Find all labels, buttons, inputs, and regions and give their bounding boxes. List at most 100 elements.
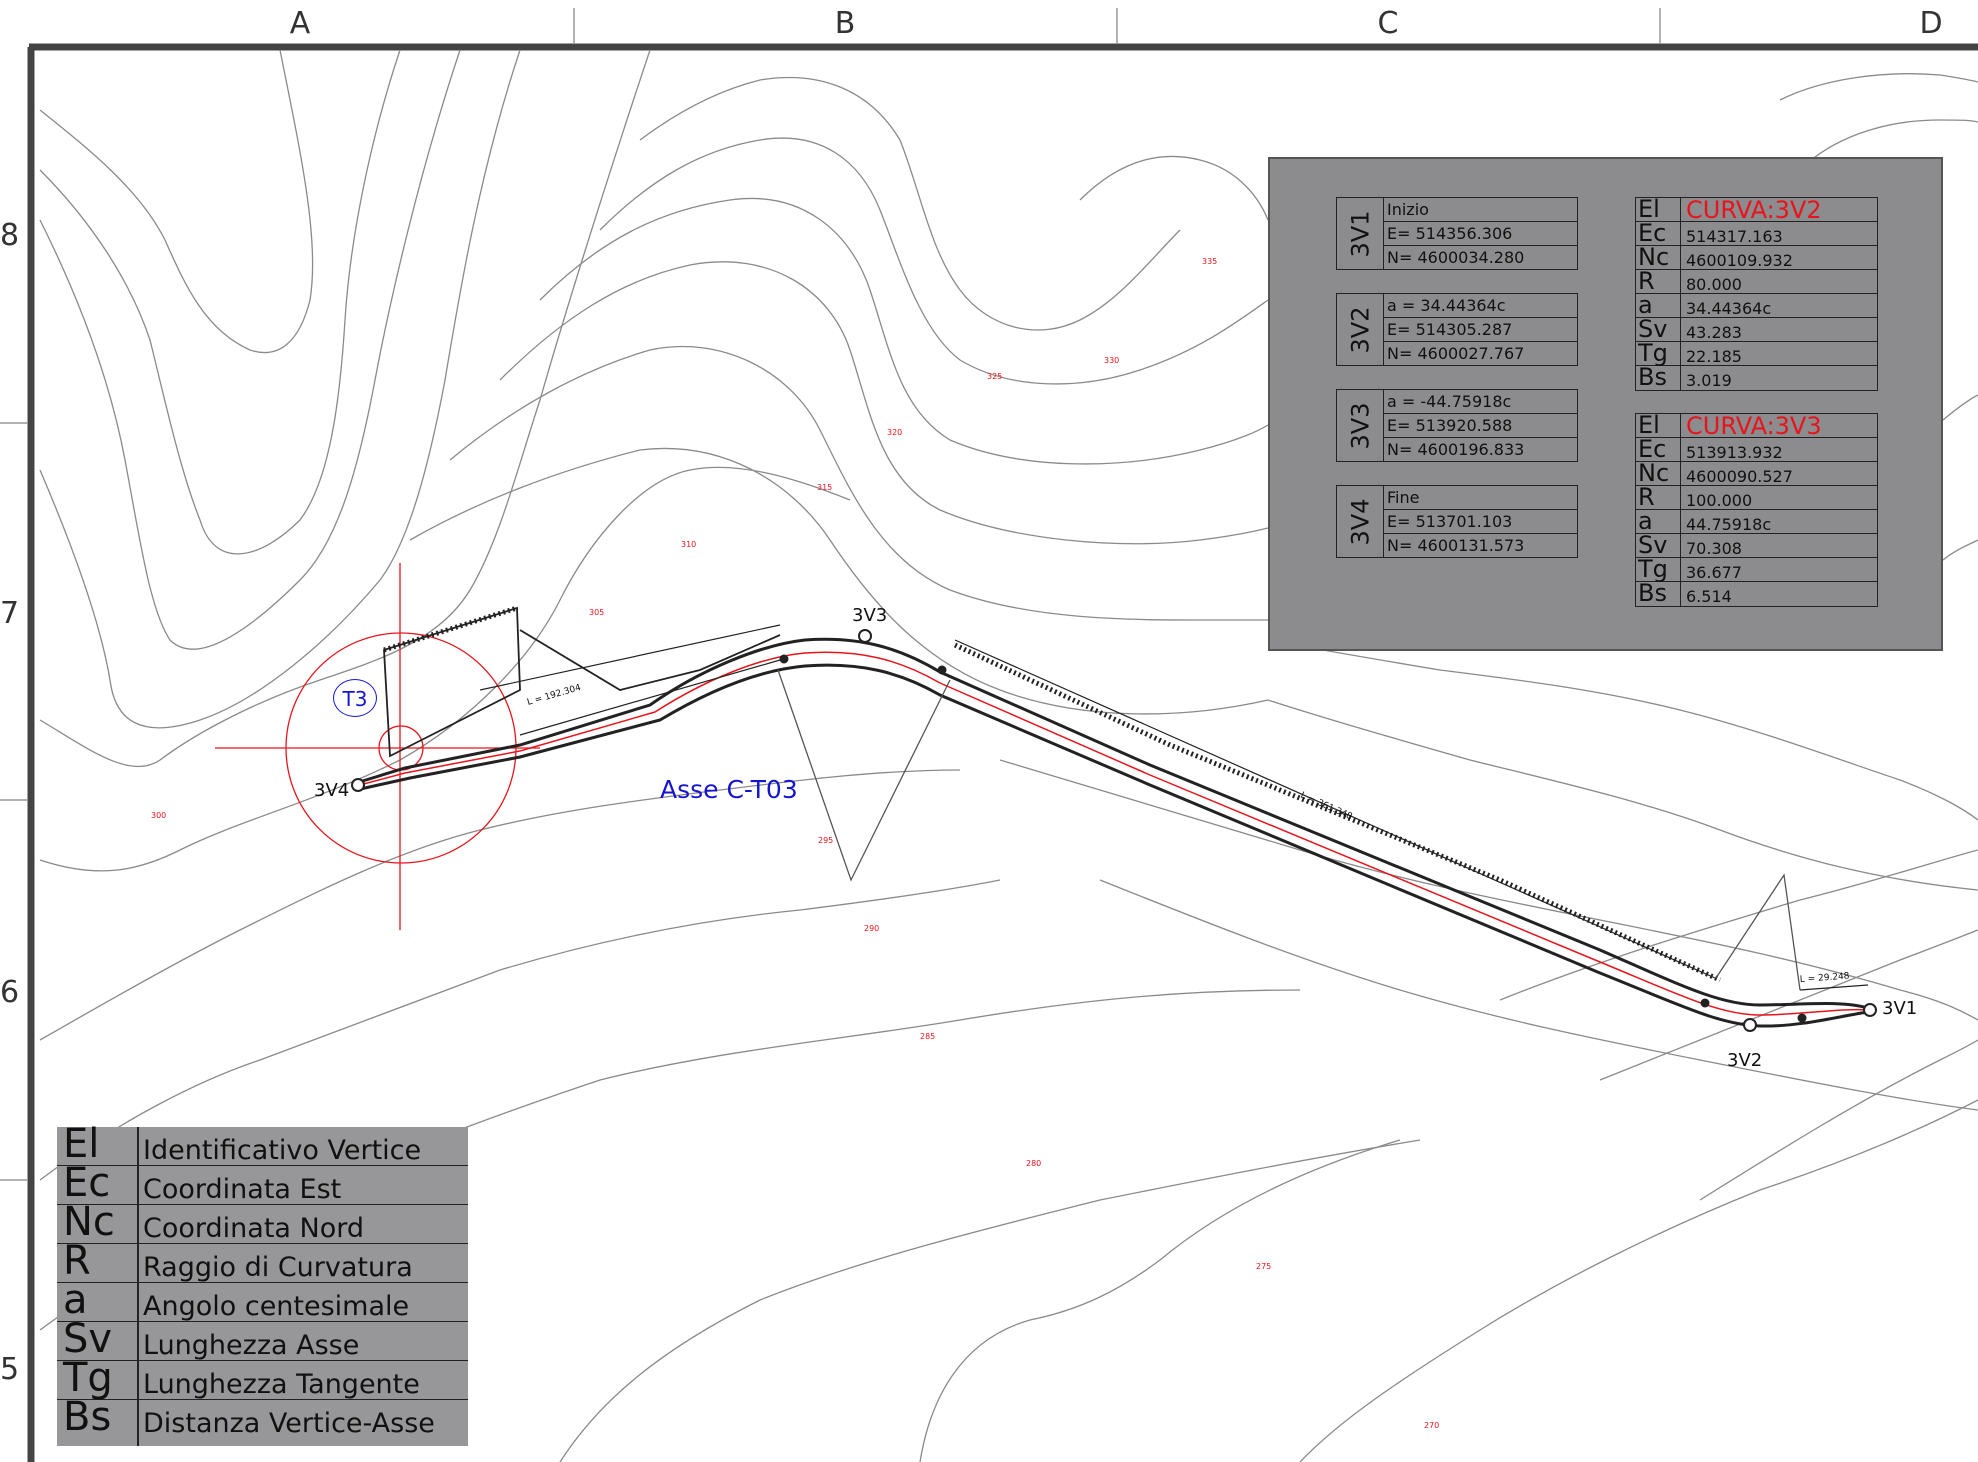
vertex-markers: [351, 629, 1877, 1032]
contour-label: 315: [817, 483, 832, 492]
curve-title: CURVA:3V2: [1686, 196, 1822, 224]
legend-key: Bs: [63, 1394, 112, 1440]
curve-key: Ec: [1636, 221, 1681, 245]
contour-label: 295: [818, 836, 833, 845]
curve-key: El: [1636, 413, 1681, 437]
curve-row: Ec 513913.932: [1636, 437, 1877, 462]
vertex-id: 3V4: [1337, 486, 1384, 557]
curve-key: Sv: [1636, 533, 1681, 557]
curve-row: Sv 43.283: [1636, 317, 1877, 342]
curve-value: 3.019: [1686, 371, 1732, 390]
vertex-line: N= 4600131.573: [1387, 536, 1525, 555]
curve-row: Bs 6.514: [1636, 581, 1877, 606]
curve-value: 100.000: [1686, 491, 1753, 510]
axis-label: Asse C-T03: [660, 775, 798, 804]
curve-value: 514317.163: [1686, 227, 1783, 246]
legend-desc: Lunghezza Asse: [143, 1330, 360, 1361]
length-label: L = 361.348: [1299, 791, 1354, 823]
vertex-line: Fine: [1383, 486, 1577, 510]
contour-label: 300: [151, 811, 166, 820]
contour-lines: [39, 49, 1978, 1462]
curve-key: a: [1636, 509, 1681, 533]
legend-desc: Coordinata Nord: [143, 1213, 365, 1244]
legend-key: Ec: [63, 1160, 111, 1206]
curve-key: Tg: [1636, 557, 1681, 581]
curve-key: Nc: [1636, 461, 1681, 485]
vertex-id: 3V1: [1337, 198, 1384, 269]
road-alignment: [355, 605, 1869, 1028]
legend-key: Tg: [63, 1355, 113, 1401]
column-label: D: [1919, 6, 1943, 41]
column-label: C: [1377, 6, 1399, 41]
vertex-line: N= 4600034.280: [1387, 248, 1525, 267]
contour-label: 270: [1424, 1421, 1439, 1430]
vertex-label-3v3: 3V3: [852, 605, 888, 626]
column-label: A: [289, 6, 311, 41]
vertex-id: 3V2: [1337, 294, 1384, 365]
legend-row: Bs Distanza Vertice-Asse: [57, 1394, 468, 1440]
curve-value: 34.44364c: [1686, 299, 1772, 318]
vertex-box-3v4: 3V4 Fine E= 513701.103 N= 4600131.573: [1336, 485, 1578, 558]
contour-label: 335: [1202, 257, 1217, 266]
curve-key: El: [1636, 197, 1681, 221]
legend-desc: Distanza Vertice-Asse: [143, 1408, 435, 1439]
legend-key: R: [63, 1238, 91, 1284]
curve-value: 70.308: [1686, 539, 1742, 558]
length-label: L = 192.304: [526, 683, 582, 708]
curve-key: Ec: [1636, 437, 1681, 461]
column-label: B: [834, 6, 856, 41]
curve-row: Ec 514317.163: [1636, 221, 1877, 246]
curve-row: Sv 70.308: [1636, 533, 1877, 558]
contour-label: 280: [1026, 1159, 1041, 1168]
contour-label: 325: [987, 372, 1002, 381]
contour-label: 310: [681, 540, 696, 549]
vertex-line: E= 514305.287: [1383, 318, 1577, 342]
length-label: L = 29.248: [1800, 972, 1851, 985]
data-panel: 3V1 Inizio E= 514356.306 N= 4600034.280 …: [1268, 157, 1943, 651]
curve-key: Bs: [1636, 581, 1681, 606]
curve-key: Tg: [1636, 341, 1681, 365]
curve-row: a 44.75918c: [1636, 509, 1877, 534]
vertex-line: N= 4600196.833: [1387, 440, 1525, 459]
vertex-line: Inizio: [1383, 198, 1577, 222]
vertex-label-3v2: 3V2: [1727, 1050, 1763, 1071]
contour-label: 330: [1104, 356, 1119, 365]
contour-label: 275: [1256, 1262, 1271, 1271]
contour-label: 285: [920, 1032, 935, 1041]
legend-row: Ec Coordinata Est: [57, 1160, 468, 1206]
curve-value: 36.677: [1686, 563, 1742, 582]
curve-value: 43.283: [1686, 323, 1742, 342]
curve-value: 44.75918c: [1686, 515, 1772, 534]
row-label: 6: [0, 975, 20, 1010]
curve-value: 4600109.932: [1686, 251, 1793, 270]
contour-label: 290: [864, 924, 879, 933]
curve-value: 6.514: [1686, 587, 1732, 606]
curve-title: CURVA:3V3: [1686, 412, 1822, 440]
contour-labels: 335 330 325 320 315 310 305 300 295 290 …: [151, 257, 1439, 1430]
contour-label: 305: [589, 608, 604, 617]
vertex-label-3v1: 3V1: [1882, 998, 1918, 1019]
curve-key: Sv: [1636, 317, 1681, 341]
vertex-id: 3V3: [1337, 390, 1384, 461]
contour-label: 320: [887, 428, 902, 437]
vertex-line: N= 4600027.767: [1387, 344, 1525, 363]
legend-desc: Coordinata Est: [143, 1174, 342, 1205]
curve-value: 513913.932: [1686, 443, 1783, 462]
vertex-line: E= 514356.306: [1383, 222, 1577, 246]
turnaround-circle: [215, 563, 540, 930]
legend-divider: [137, 1127, 139, 1446]
row-label: 7: [0, 596, 20, 631]
vertex-label-3v4: 3V4: [314, 780, 350, 801]
